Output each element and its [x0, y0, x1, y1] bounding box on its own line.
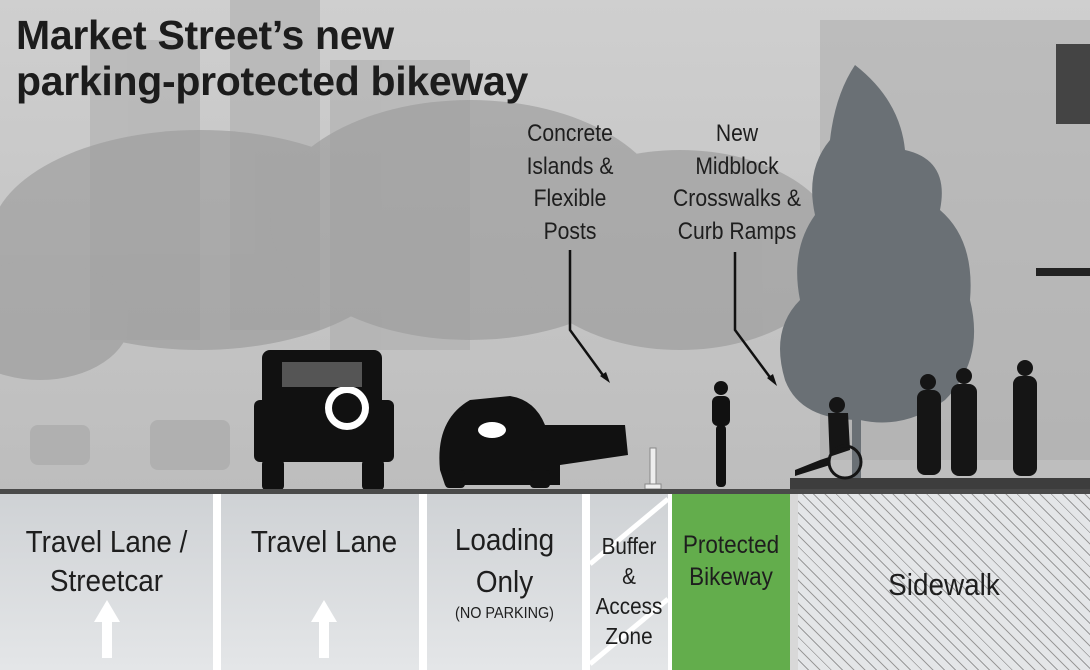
arrow-up-icon	[311, 600, 337, 658]
background-cars	[30, 420, 230, 470]
title-line: Market Street’s new	[16, 12, 394, 58]
leader-lines	[568, 250, 774, 381]
sidewalk: Sidewalk	[790, 494, 1090, 670]
suv-silhouette	[254, 350, 394, 490]
lane-loading-only: Loading Only (NO PARKING)	[427, 494, 582, 670]
pedestrian-silhouettes	[795, 360, 1037, 480]
lane-protected-bikeway: Protected Bikeway	[672, 494, 790, 670]
road-surface-line	[0, 489, 1090, 494]
car-silhouette	[439, 396, 628, 488]
cyclist-silhouette	[712, 381, 730, 487]
arrow-up-icon	[93, 600, 120, 658]
title-line: parking-protected bikeway	[16, 58, 528, 104]
street-scene-background	[0, 0, 1090, 492]
lane-travel-streetcar: Travel Lane / Streetcar	[0, 494, 213, 670]
page-title: Market Street’s new parking-protected bi…	[16, 12, 528, 104]
curb	[790, 478, 1090, 492]
buffer-hatch	[590, 497, 668, 666]
lane-travel: Travel Lane	[221, 494, 427, 670]
tree-silhouette	[780, 65, 975, 480]
building-sign	[1056, 44, 1090, 124]
